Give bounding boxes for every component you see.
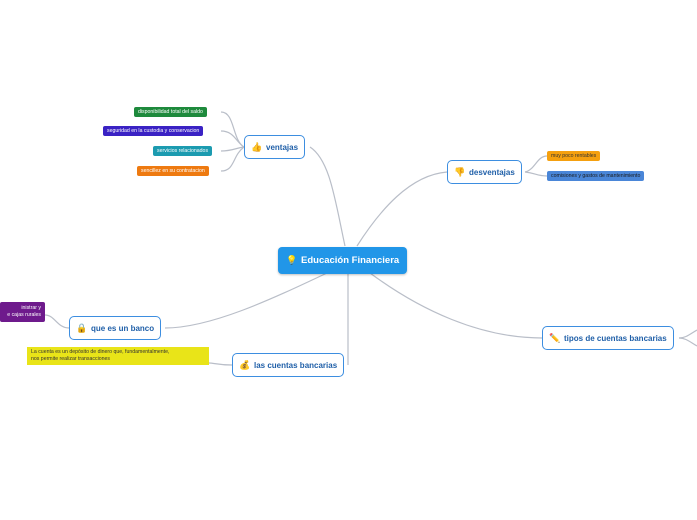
leaf-label: seguridad en la custodia y conservacion — [107, 128, 200, 134]
note-cuentas-bancarias[interactable]: La cuenta es un depósito de dinero que, … — [27, 347, 209, 365]
leaf-label: disponibilidad total del saldo — [138, 109, 203, 115]
topic-desventajas[interactable]: 👎 desventajas — [447, 160, 522, 184]
leaf-ventajas-3[interactable]: servicios relacionados — [153, 146, 213, 156]
leaf-ventajas-4[interactable]: sencillez en su contratacion — [137, 166, 209, 176]
leaf-desventajas-2[interactable]: comisiones y gastos de mantenimiento — [547, 171, 645, 181]
topic-que-es-un-banco[interactable]: 🔒 que es un banco — [69, 316, 162, 340]
leaf-label: servicios relacionados — [157, 148, 209, 154]
money-bag-icon: 💰 — [239, 359, 251, 370]
leaf-desventajas-1[interactable]: muy poco rentables — [547, 151, 601, 161]
topic-cuentas-bancarias[interactable]: 💰 las cuentas bancarias — [232, 353, 345, 377]
note-line: inistrar y — [21, 305, 41, 311]
note-line: e cajas rurales — [7, 312, 41, 318]
connector-ventajas — [309, 146, 346, 247]
note-que-es-un-banco[interactable]: inistrar y e cajas rurales — [0, 302, 45, 322]
topic-tipos[interactable]: ✏️ tipos de cuentas bancarias — [542, 326, 674, 350]
topic-cuentas-label: las cuentas bancarias — [254, 360, 338, 370]
topic-ventajas[interactable]: 👍 ventajas — [244, 135, 306, 159]
connector-tipos-out2 — [678, 337, 697, 347]
note-line: La cuenta es un depósito de dinero que, … — [31, 349, 170, 355]
topic-que-es-label: que es un banco — [91, 323, 155, 333]
thumbs-down-icon: 👎 — [454, 166, 466, 177]
root-node[interactable]: 💡 Educación Financiera — [278, 247, 408, 274]
note-line: nos permite realizar transacciones — [31, 356, 111, 362]
leaf-ventajas-2[interactable]: seguridad en la custodia y conservacion — [103, 126, 204, 136]
leaf-label: muy poco rentables — [551, 153, 597, 159]
connector-desventajas — [356, 171, 448, 247]
topic-desventajas-label: desventajas — [469, 167, 515, 177]
connector-que-es — [164, 272, 328, 329]
thumbs-up-icon: 👍 — [251, 141, 263, 152]
leaf-ventajas-1[interactable]: disponibilidad total del saldo — [134, 107, 207, 117]
pencil-icon: ✏️ — [549, 332, 561, 343]
connector-tipos — [369, 272, 543, 339]
lock-icon: 🔒 — [76, 322, 88, 333]
topic-ventajas-label: ventajas — [266, 142, 299, 152]
lightbulb-icon: 💡 — [286, 255, 298, 265]
leaf-label: sencillez en su contratacion — [141, 168, 205, 174]
root-label: Educación Financiera — [301, 255, 400, 266]
topic-tipos-label: tipos de cuentas bancarias — [564, 333, 667, 343]
leaf-label: comisiones y gastos de mantenimiento — [551, 173, 641, 179]
connector-tipos-out — [678, 329, 697, 339]
